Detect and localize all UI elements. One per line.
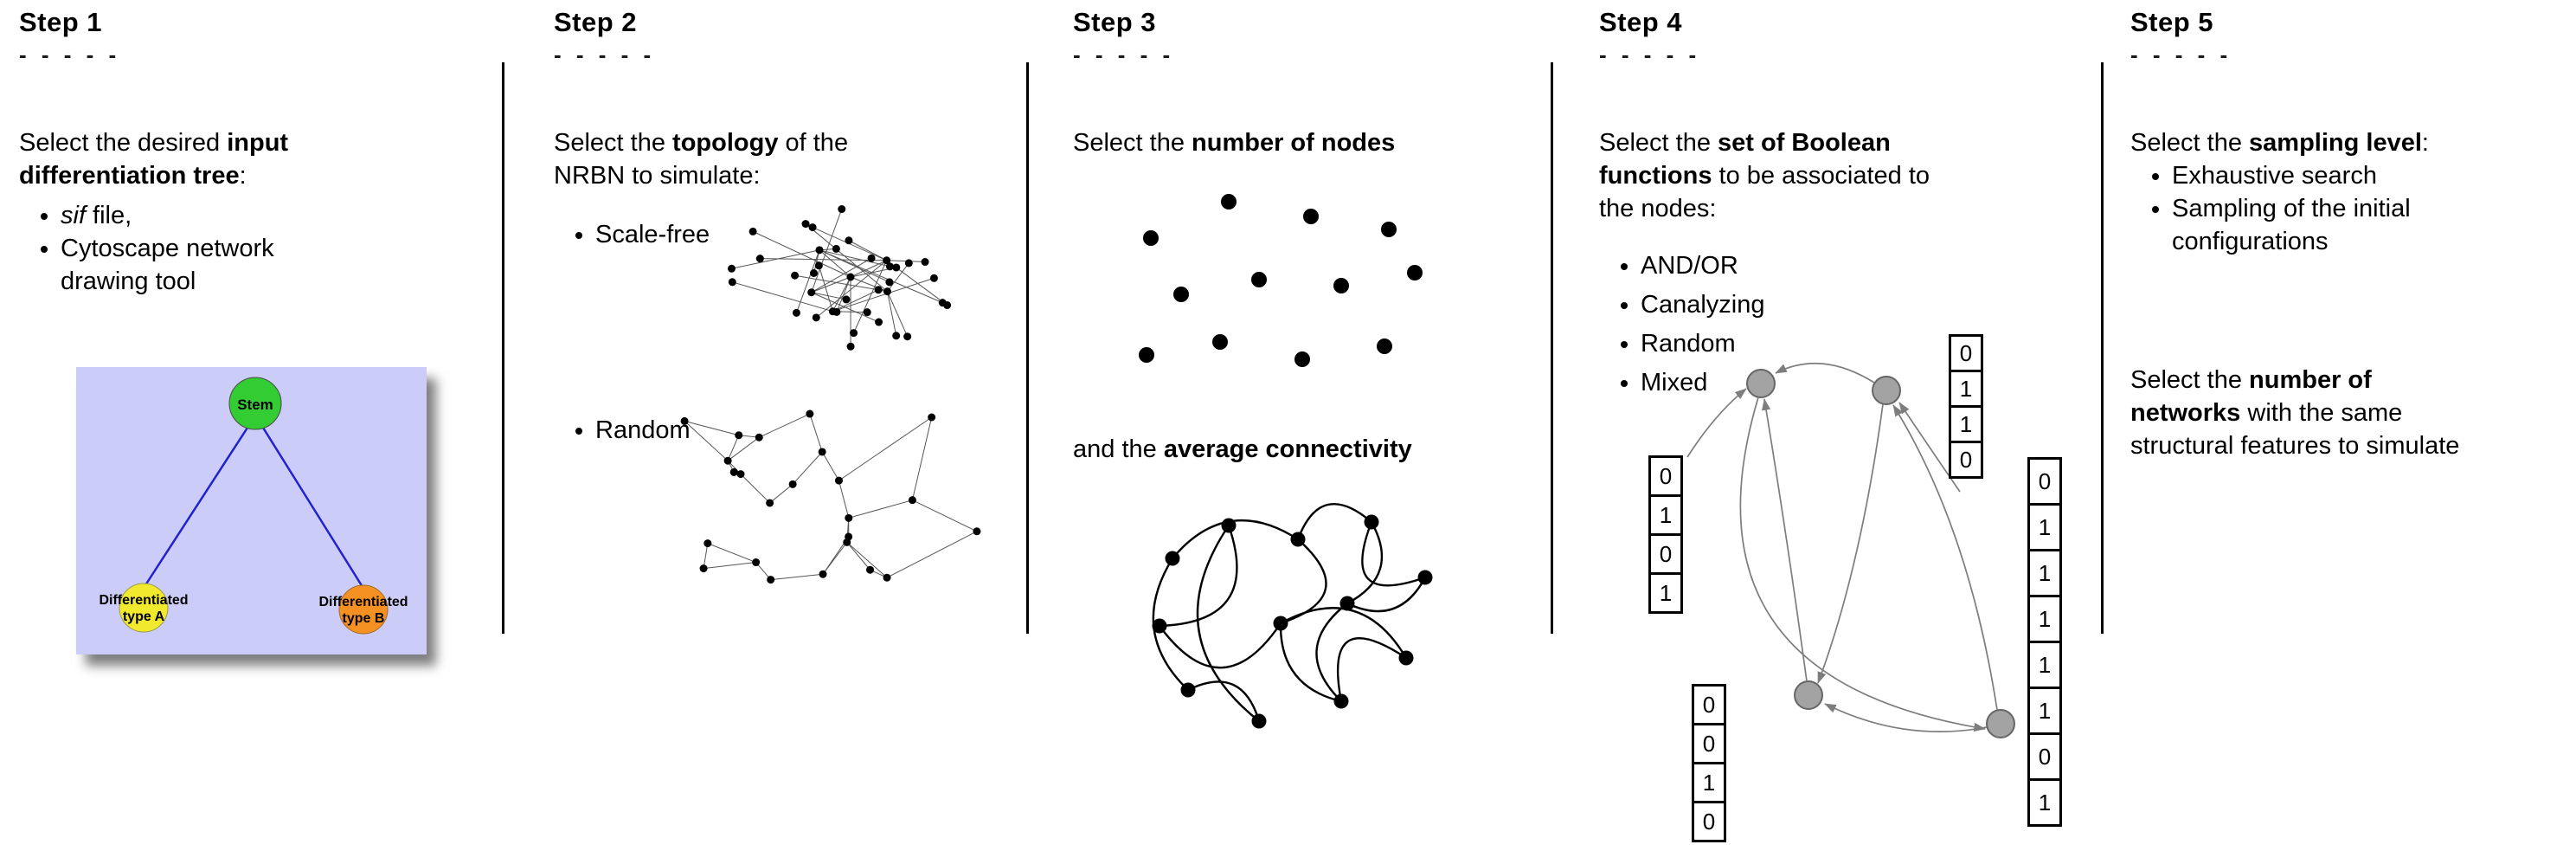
boolean-network-figure: 0 1 0 1 0 1 1 0 0 0 1 0 0 1 1 1 1 1 0 1 (1627, 327, 2081, 849)
column-divider (1551, 62, 1553, 634)
boolean-network-edges (1686, 362, 1998, 732)
random-network-figure (659, 386, 1005, 614)
truth-table-left: 0 1 0 1 (1648, 455, 1683, 614)
type-b-label-line2: type B (343, 611, 385, 626)
step-4-bullet-list: AND/OR Canalyzing Random Mixed (1599, 249, 1911, 405)
truth-table-cell: 0 (1692, 723, 1726, 764)
step-5-dashes: - - - - - (2130, 42, 2232, 68)
truth-table-cell: 0 (1949, 334, 1983, 372)
boolean-node-c (1794, 680, 1823, 710)
step-2-bullet-scale-free: Scale-free (554, 218, 813, 251)
step-2-dashes: - - - - - (554, 42, 656, 68)
truth-table-cell: 0 (1692, 801, 1726, 842)
truth-table-cell: 1 (2027, 778, 2062, 827)
truth-table-cell: 1 (2027, 595, 2062, 643)
step-3-heading: Step 3 (1073, 7, 1157, 37)
truth-table-cell: 1 (1949, 370, 1983, 408)
boolean-node-d (1986, 709, 2015, 738)
type-a-label-line1: Differentiated (99, 593, 188, 608)
bullet-item-sif-file: sif file, (61, 199, 452, 232)
type-b-node (338, 584, 389, 635)
bullet-item-random: Random (595, 414, 813, 447)
connectivity-network-svg (1152, 502, 1433, 729)
scale-free-network-svg (727, 205, 952, 351)
bullet-item-exhaustive: Exhaustive search (2172, 159, 2554, 192)
tree-edge-a (144, 427, 249, 586)
truth-table-cell: 1 (1648, 494, 1683, 536)
truth-table-cell: 0 (1692, 684, 1726, 725)
boolean-node-b (1872, 376, 1901, 405)
truth-table-cell: 0 (2027, 732, 2062, 781)
bullet-item-canalyzing: Canalyzing (1641, 288, 1911, 321)
column-divider (1026, 62, 1029, 634)
truth-table-cell: 1 (1949, 405, 1983, 443)
step-3-dashes: - - - - - (1073, 42, 1175, 68)
step-3-instruction-nodes: Select the number of nodes (1073, 129, 1396, 157)
tree-edge-b (261, 427, 364, 588)
boolean-network-svg (1686, 362, 2015, 738)
type-b-label-line1: Differentiated (318, 595, 408, 609)
nodes-scatter-figure (1125, 186, 1436, 377)
bullet-item-random-fn: Random (1641, 327, 1911, 360)
bullet-item-mixed: Mixed (1641, 366, 1911, 399)
step-1-heading: Step 1 (19, 7, 103, 37)
type-a-node (119, 583, 169, 633)
differentiation-tree-figure: Stem Differentiated type A Differentiate… (76, 367, 427, 654)
nodes-scatter-svg (1139, 194, 1423, 367)
truth-table-cell: 1 (1692, 762, 1726, 803)
column-divider (502, 62, 504, 634)
connectivity-network-figure (1121, 472, 1467, 753)
stem-node (228, 377, 282, 430)
truth-table-bottom-left: 0 0 1 0 (1692, 684, 1726, 842)
truth-table-cell: 1 (2027, 641, 2062, 689)
truth-table-top: 0 1 1 0 (1949, 334, 1983, 479)
truth-table-cell: 0 (1648, 533, 1683, 575)
boolean-node-a (1746, 369, 1776, 398)
truth-table-right: 0 1 1 1 1 1 0 1 (2027, 457, 2062, 827)
type-a-label-line2: type A (123, 609, 165, 624)
step-5-bullet-list: Exhaustive search Sampling of the initia… (2130, 159, 2554, 258)
stem-node-label: Stem (237, 396, 273, 413)
truth-table-cell: 0 (2027, 457, 2062, 506)
step-1-dashes: - - - - - (19, 42, 121, 68)
bullet-item-and-or: AND/OR (1641, 249, 1911, 282)
step-5-instruction-sampling: Select the sampling level: (2130, 129, 2429, 157)
step-4-instruction: Select the set of Boolean functions to b… (1599, 129, 1930, 222)
step-3-instruction-connectivity: and the average connectivity (1073, 435, 1412, 463)
step-5-heading: Step 5 (2130, 7, 2214, 37)
step-2-bullet-random: Random (554, 414, 813, 447)
differentiation-tree-svg: Stem Differentiated type A Differentiate… (76, 367, 427, 654)
truth-table-cell: 1 (2027, 687, 2062, 735)
truth-table-cell: 1 (1648, 572, 1683, 614)
step-4-heading: Step 4 (1599, 7, 1683, 37)
scale-free-network-figure (665, 189, 1006, 388)
truth-table-cell: 0 (1648, 455, 1683, 497)
truth-table-cell: 1 (2027, 503, 2062, 551)
step-1-instruction: Select the desired input differentiation… (19, 129, 289, 190)
truth-table-cell: 1 (2027, 549, 2062, 597)
bullet-item-scale-free: Scale-free (595, 218, 813, 251)
step-5-instruction-networks: Select the number of networks with the s… (2130, 366, 2460, 460)
random-network-svg (680, 409, 981, 584)
step-2-instruction: Select the topology of the NRBN to simul… (554, 129, 849, 190)
truth-table-cell: 0 (1949, 441, 1983, 479)
step-2-heading: Step 2 (554, 7, 638, 37)
column-divider (2101, 62, 2104, 634)
step-4-dashes: - - - - - (1599, 42, 1701, 68)
